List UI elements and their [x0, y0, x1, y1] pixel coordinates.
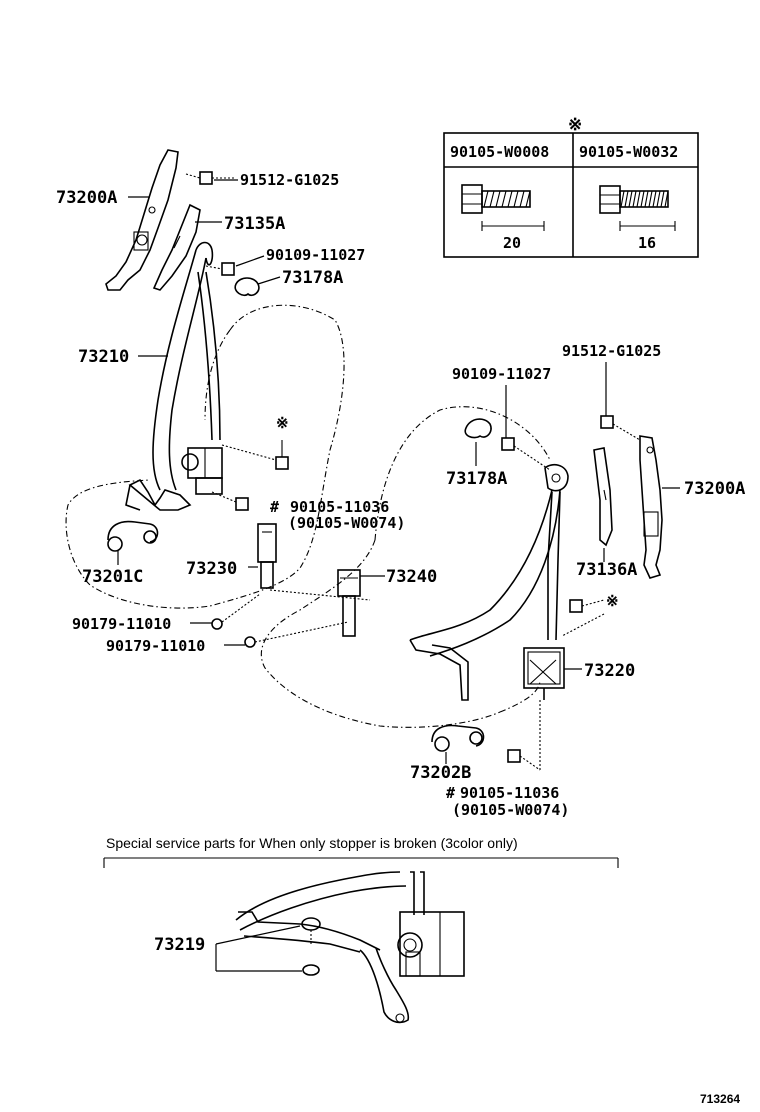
label-73178a-right: 73178A [446, 469, 507, 489]
label-73200a-left: 73200A [56, 188, 117, 208]
label-hash-right: # [446, 784, 455, 802]
right-bolt-91512 [600, 415, 614, 429]
center-buckle-73240 [337, 569, 361, 637]
label-symbol-left: ※ [276, 414, 289, 432]
label-73201c: 73201C [82, 567, 143, 587]
label-73219: 73219 [154, 935, 205, 955]
right-lower-anchor-73202b [431, 724, 485, 752]
label-73135a: 73135A [224, 214, 285, 234]
label-73202b: 73202B [410, 763, 471, 783]
right-bolt-90105 [507, 749, 521, 763]
leader-lines [117, 179, 680, 764]
nut-90179-a [211, 618, 223, 630]
fastener-table: ※ 90105-W0008 90105-W0032 20 [443, 115, 699, 258]
left-anchor-bracket-73200a [105, 149, 179, 291]
left-belt-assembly [105, 149, 371, 648]
label-90105-right-a: 90105-11036 [460, 784, 559, 802]
left-cover-73135a [152, 203, 201, 291]
table-header-w0032: 90105-W0032 [579, 143, 678, 161]
label-90109-left: 90109-11027 [266, 246, 365, 264]
right-anchor-bracket-73200a [639, 435, 663, 579]
bolt-w0032-icon [599, 185, 676, 231]
table-border [443, 132, 699, 258]
label-90105-left-a: 90105-11036 [290, 498, 389, 516]
label-91512-right: 91512-G1025 [562, 342, 661, 360]
table-symbol: ※ [568, 115, 582, 135]
right-seat-outline [260, 406, 551, 728]
right-shoulder-belt [409, 489, 553, 641]
label-73210: 73210 [78, 347, 129, 367]
label-symbol-right: ※ [606, 592, 619, 610]
label-73220: 73220 [584, 661, 635, 681]
label-90179-b: 90179-11010 [106, 637, 205, 655]
label-hash-left: # [270, 498, 279, 516]
left-bolt-91512 [185, 171, 234, 185]
label-90109-right: 90109-11027 [452, 365, 551, 383]
left-bolt-90105 [211, 491, 249, 511]
left-retractor-73210 [181, 447, 223, 495]
left-shoulder-belt-73210 [152, 249, 197, 491]
label-90105-left-b: (90105-W0074) [288, 514, 405, 532]
left-bolt-90109 [205, 262, 235, 276]
label-73240: 73240 [386, 567, 437, 587]
stopper-73219-top [301, 917, 321, 946]
table-length-w0008: 20 [503, 234, 521, 252]
left-seat-outline [65, 304, 345, 609]
left-buckle-73230 [257, 523, 277, 589]
table-header-w0008: 90105-W0008 [450, 143, 549, 161]
label-73136a: 73136A [576, 560, 637, 580]
nut-90179-b [244, 636, 256, 648]
special-service-note: Special service parts for When only stop… [106, 835, 518, 851]
reference-number: 713264 [700, 1092, 740, 1106]
label-73200a-right: 73200A [684, 479, 745, 499]
right-retractor-73220 [523, 647, 565, 700]
left-bolt-symbol [221, 440, 289, 470]
bolt-w0008-icon [461, 184, 545, 231]
label-73230: 73230 [186, 559, 237, 579]
special-service-section: Special service parts for When only stop… [103, 835, 619, 1024]
label-90179-a: 90179-11010 [72, 615, 171, 633]
right-cover-73136a [593, 447, 613, 547]
label-90105-right-b: (90105-W0074) [452, 801, 569, 819]
special-retractor [397, 911, 465, 977]
right-bolt-90109 [501, 437, 515, 451]
right-bolt-symbol [569, 599, 583, 613]
stopper-73219-bottom [302, 964, 320, 976]
right-belt-assembly [409, 415, 663, 771]
label-91512-left: 91512-G1025 [240, 171, 339, 189]
label-73178a-left: 73178A [282, 268, 343, 288]
right-nut-73178a [464, 418, 492, 439]
left-lower-anchor-73201c [107, 520, 159, 552]
left-nut-73178a [234, 277, 260, 297]
table-length-w0032: 16 [638, 234, 656, 252]
